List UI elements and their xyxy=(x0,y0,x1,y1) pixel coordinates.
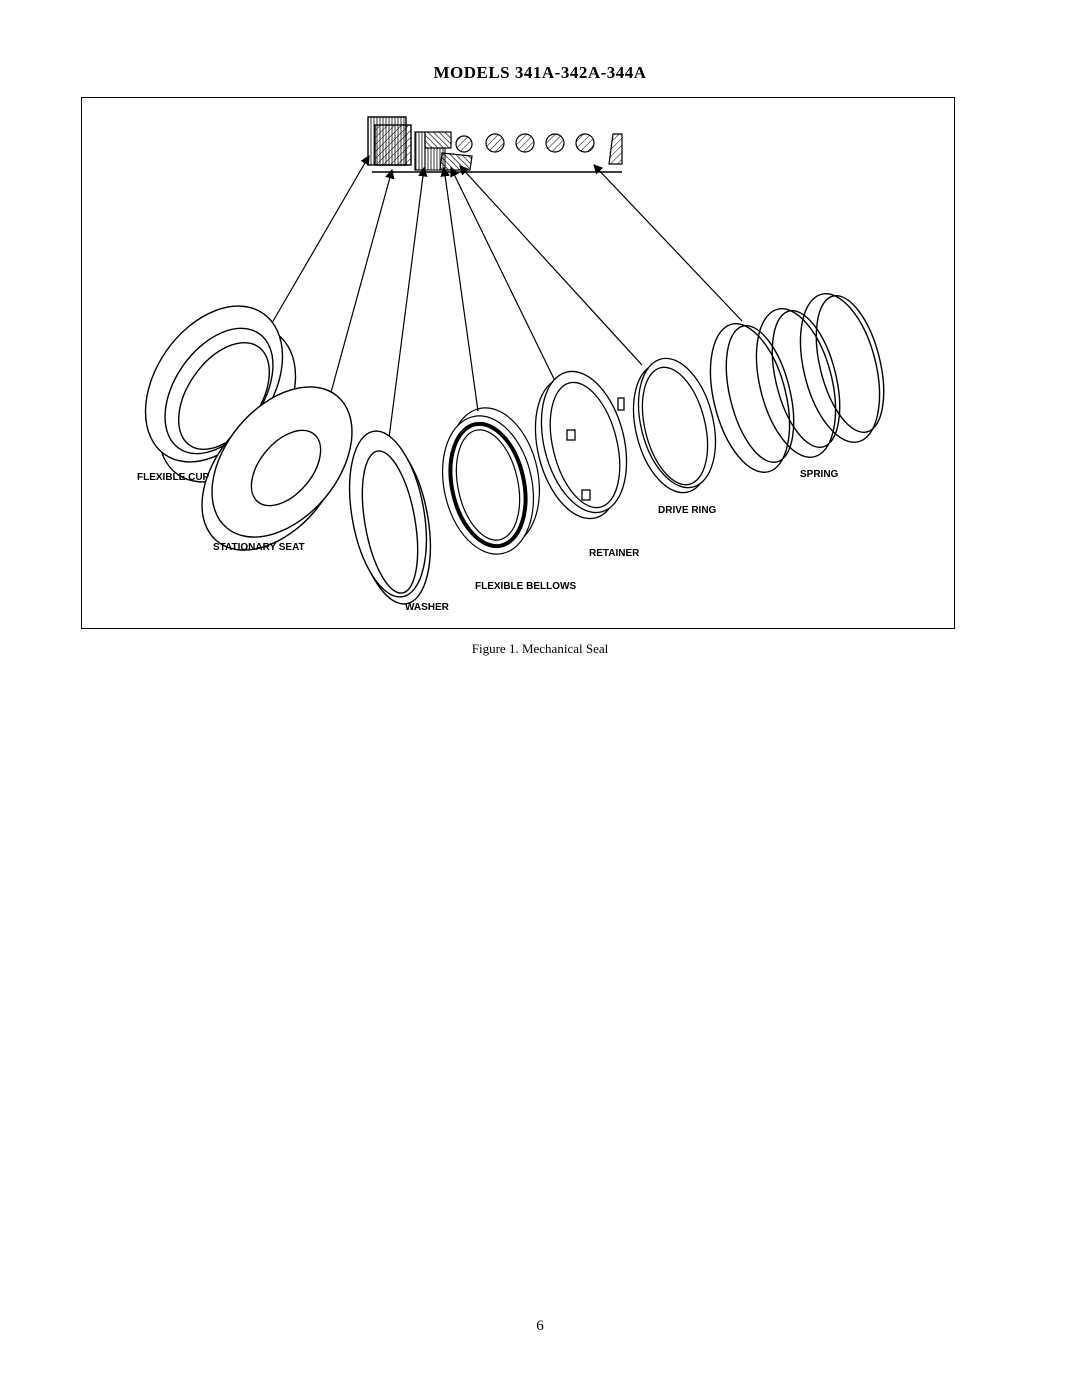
drive-ring-part xyxy=(632,357,717,494)
label-spring: SPRING xyxy=(800,469,839,480)
mechanical-seal-figure: FLEXIBLE CUP STATIONARY SEAT WASHER FLEX… xyxy=(81,97,955,629)
leader-lines xyxy=(271,154,743,439)
stationary-seat-part xyxy=(201,386,353,551)
label-washer: WASHER xyxy=(405,602,450,613)
label-stationary-seat: STATIONARY SEAT xyxy=(213,542,305,553)
label-drive-ring: DRIVE RING xyxy=(658,505,717,516)
spring-part xyxy=(709,293,885,473)
page-title: MODELS 341A-342A-344A xyxy=(433,63,647,82)
label-flexible-bellows: FLEXIBLE BELLOWS xyxy=(475,581,576,592)
washer-part xyxy=(348,430,432,605)
mechanical-seal-diagram: FLEXIBLE CUP STATIONARY SEAT WASHER FLEX… xyxy=(137,116,885,613)
flexible-bellows-part xyxy=(441,407,541,555)
page-number: 6 xyxy=(536,1318,544,1334)
label-retainer: RETAINER xyxy=(589,548,640,559)
seal-cross-section xyxy=(367,116,623,173)
figure-caption: Figure 1. Mechanical Seal xyxy=(471,641,609,656)
label-flexible-cup: FLEXIBLE CUP xyxy=(137,472,210,483)
retainer-part xyxy=(534,370,628,520)
